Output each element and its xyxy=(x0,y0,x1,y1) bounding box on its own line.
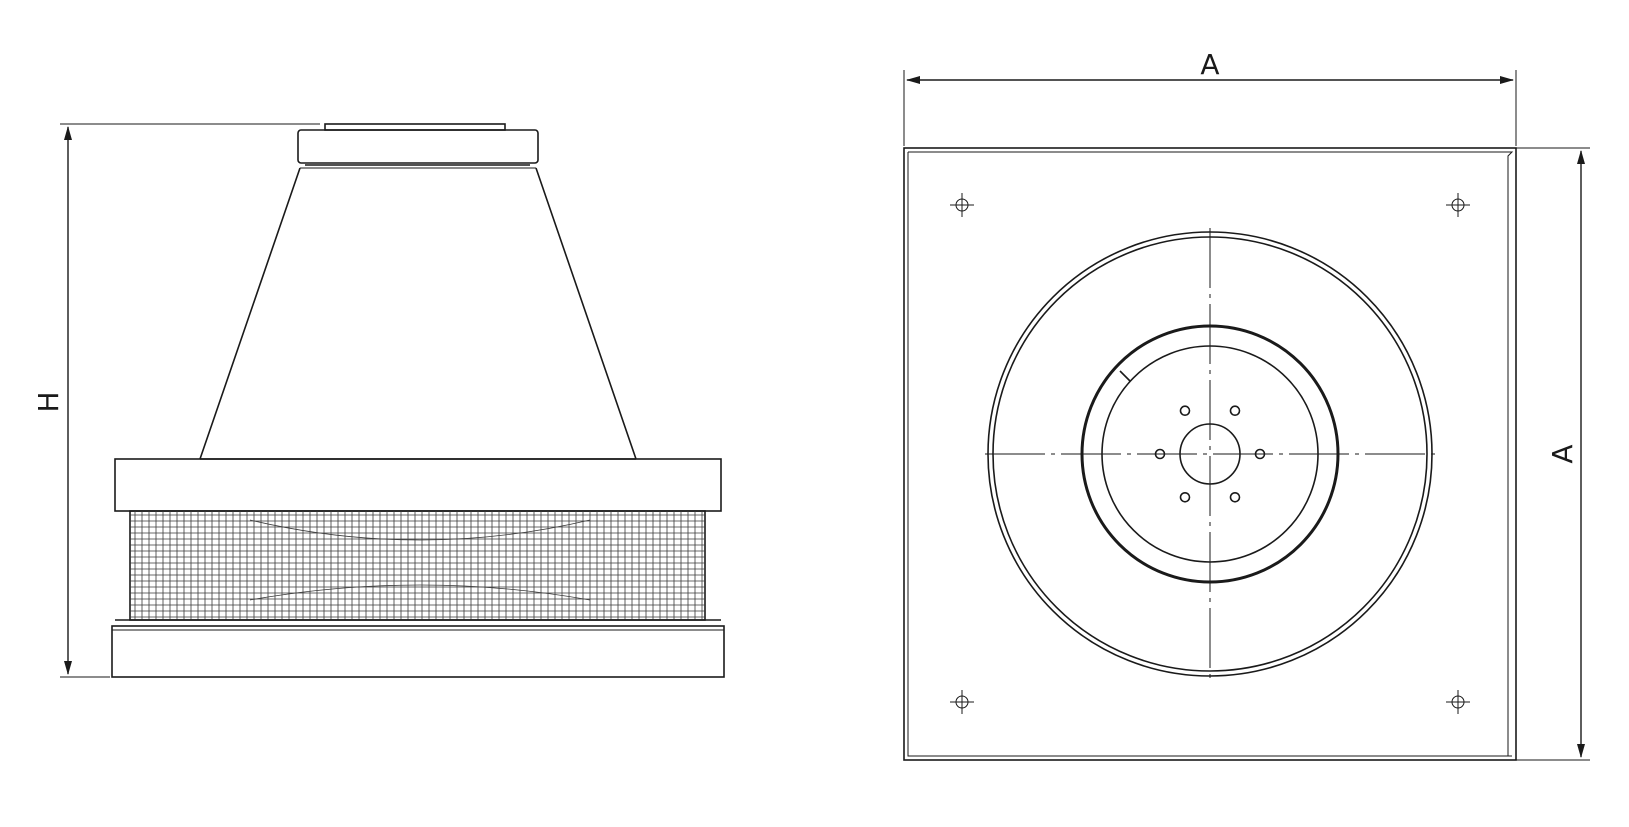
width-label: A xyxy=(1200,48,1219,81)
mounting-hole xyxy=(1446,193,1470,217)
mounting-holes xyxy=(950,193,1470,714)
collar-ring xyxy=(297,129,539,164)
collar-top-lip xyxy=(324,123,506,131)
upper-housing-band xyxy=(114,458,722,512)
mounting-hole xyxy=(950,193,974,217)
collar-inner-circle xyxy=(1101,345,1319,563)
base-flange-body xyxy=(111,625,725,678)
flange-bolt-hole xyxy=(1229,405,1241,416)
base-flange xyxy=(111,619,725,678)
depth-label: A xyxy=(1546,444,1579,463)
base-plate xyxy=(903,147,1517,761)
grille-mesh xyxy=(130,511,705,620)
width-dimension: A xyxy=(903,48,1517,146)
top-view: A A xyxy=(903,48,1590,761)
plate-outline xyxy=(903,147,1517,761)
mounting-hole xyxy=(950,690,974,714)
flange-bolt-hole xyxy=(1179,492,1191,503)
collar-seam xyxy=(1119,370,1131,382)
flange-bolt-holes xyxy=(1154,405,1266,503)
plate-inner-edge xyxy=(907,151,1514,757)
outlet-collar xyxy=(297,123,539,169)
hood-outer-circle-inner xyxy=(992,236,1428,672)
side-view: H xyxy=(32,123,725,678)
flange-bolt-hole xyxy=(1229,492,1241,503)
conical-hood xyxy=(199,167,637,460)
depth-dimension: A xyxy=(1510,147,1590,761)
impeller-hint xyxy=(249,519,591,601)
mounting-hole xyxy=(1446,690,1470,714)
height-label: H xyxy=(32,391,65,412)
height-dimension: H xyxy=(32,123,320,678)
mesh-grille xyxy=(129,510,706,621)
flange-bolt-hole xyxy=(1179,405,1191,416)
